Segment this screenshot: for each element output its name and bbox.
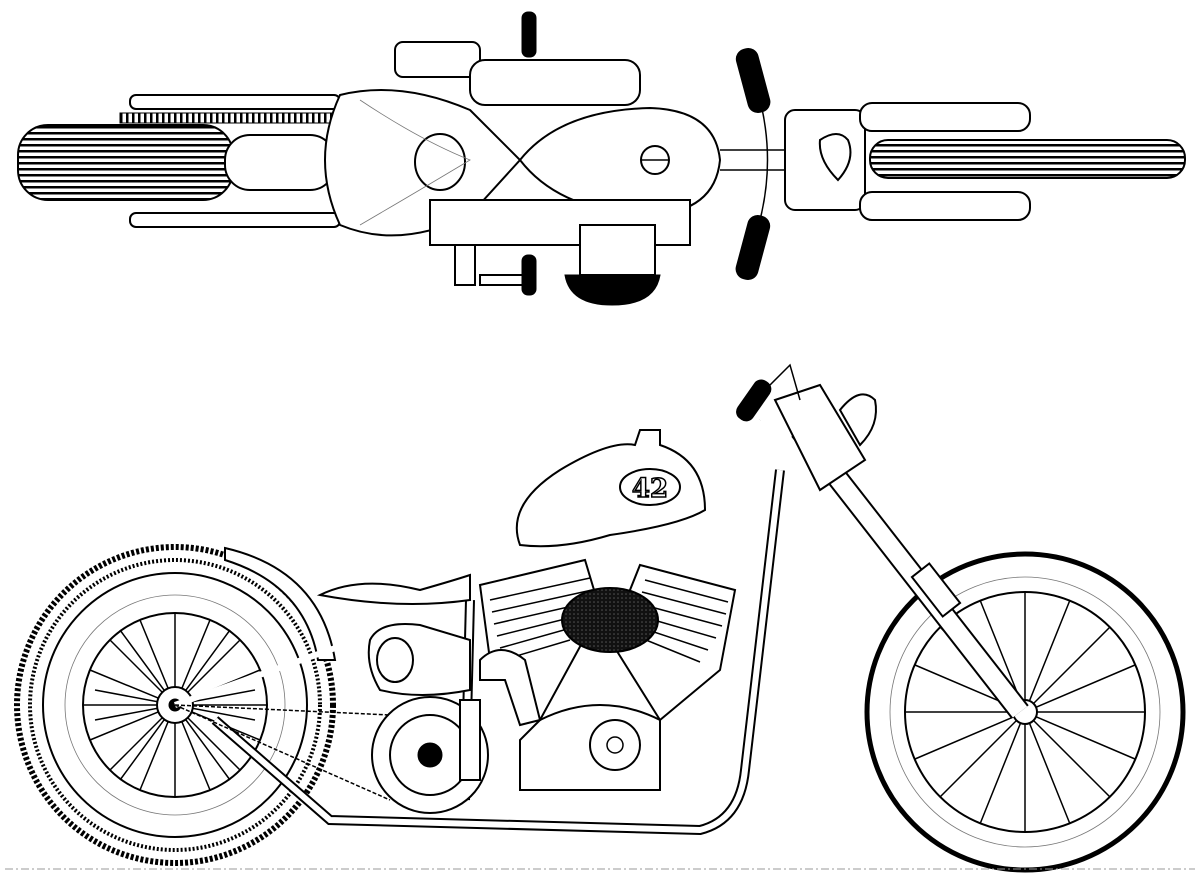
solo-seat (316, 573, 471, 605)
top-triple-tree (784, 109, 866, 211)
oil-tank (367, 623, 471, 696)
top-view (17, 11, 1186, 306)
tank-badge-number: 42 (632, 474, 668, 504)
top-front-tire (869, 139, 1186, 179)
top-frame-backbone (720, 149, 790, 171)
air-cleaner (561, 587, 659, 653)
top-front-forks (859, 102, 1031, 221)
triple-tree-headstock (773, 383, 867, 492)
top-engine (429, 199, 691, 306)
top-handlebar (735, 47, 771, 280)
v-twin-engine (478, 558, 737, 791)
headlight (838, 393, 877, 447)
handlebar (736, 363, 801, 422)
side-view: 42 (14, 363, 1186, 873)
tank-badge: 42 (619, 468, 681, 506)
fuel-tank: 42 (515, 429, 707, 548)
front-wheel (864, 551, 1186, 873)
top-footpegs (521, 11, 537, 296)
carb-intake (459, 649, 542, 781)
top-rear-tire (17, 124, 336, 201)
top-oil-tank (394, 41, 641, 106)
top-fuel-tank (518, 106, 722, 217)
